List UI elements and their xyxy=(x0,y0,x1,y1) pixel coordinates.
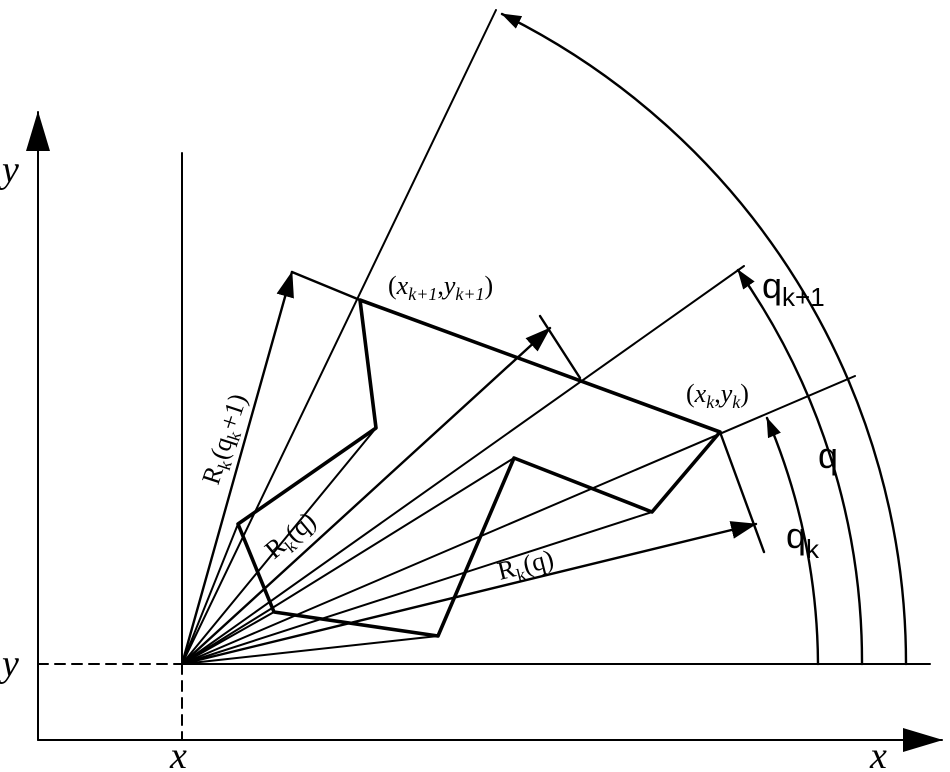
label-theta-k: qk xyxy=(786,515,820,564)
label-point-k: (xk,yk) xyxy=(686,379,749,412)
polygon-outline xyxy=(236,298,722,638)
edge-arrow-top xyxy=(290,270,362,302)
label-theta: q xyxy=(818,435,838,476)
radial-rays xyxy=(181,9,856,665)
ray-to-theta-k1 xyxy=(181,9,497,665)
outer-y-axis-label: y xyxy=(0,149,19,191)
arc-theta-k1 xyxy=(500,12,908,666)
label-r-k-theta-main: Rk(q) xyxy=(494,544,557,590)
ray-to-mid-vertex xyxy=(181,457,515,665)
radius-arrow-r-k-theta-main xyxy=(180,521,758,666)
radius-arrow-r-k-theta-inner xyxy=(180,326,552,666)
label-theta-k1: qk+1 xyxy=(762,265,825,312)
ray-to-theta-k xyxy=(181,375,856,665)
perpendicular-tick-right xyxy=(718,430,766,554)
ray-to-vertex-left xyxy=(181,523,239,665)
arc-theta-k xyxy=(765,416,820,666)
label-point-k1: (xk+1,yk+1) xyxy=(388,271,493,304)
outer-x-axis-label: x xyxy=(869,735,887,772)
ray-to-theta xyxy=(181,265,745,665)
ray-to-right-vertex xyxy=(181,511,653,665)
label-r-k-theta-k1: Rk(qk+1) xyxy=(196,390,256,489)
perpendicular-tick-inner xyxy=(538,314,582,380)
radius-arrow-r-k-theta-k1 xyxy=(180,270,294,666)
origin-x-label: x xyxy=(169,735,187,772)
arc-theta xyxy=(736,268,864,666)
ray-to-inner-vertex xyxy=(181,427,377,665)
origin-y-label: y xyxy=(0,643,19,685)
ray-to-vertex-bottom xyxy=(181,635,439,665)
